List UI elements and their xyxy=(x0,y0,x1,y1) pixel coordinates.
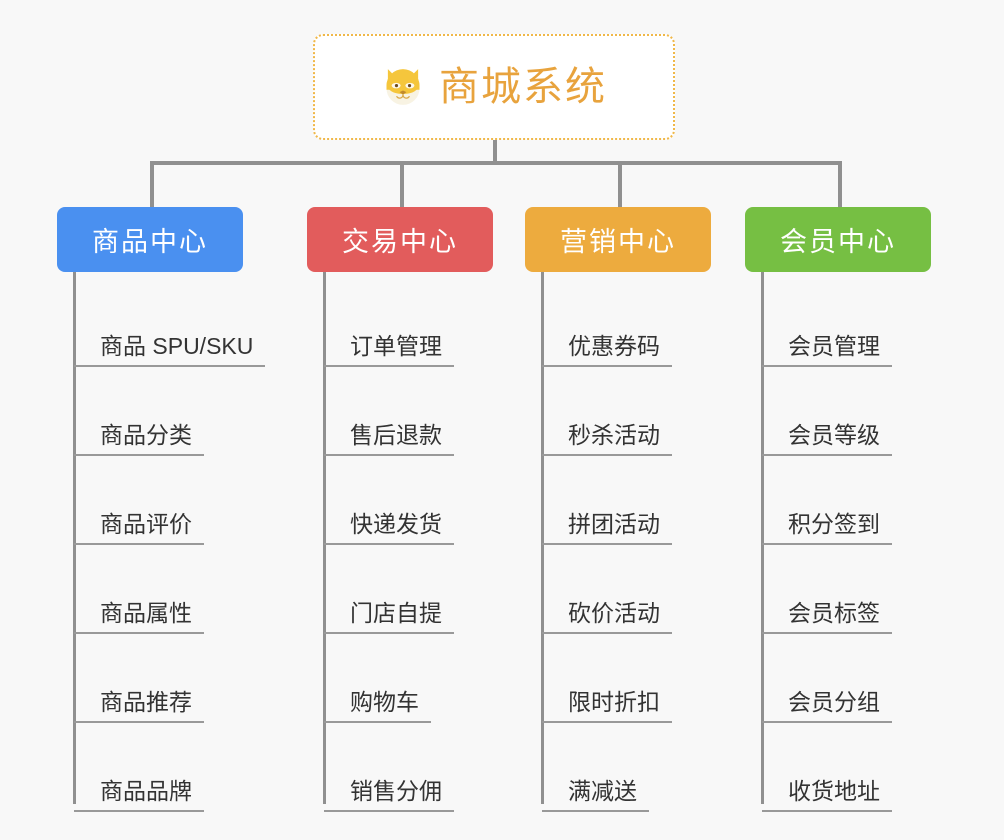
leaf-trunk-line-2 xyxy=(323,272,326,804)
leaf-item[interactable]: 拼团活动 xyxy=(525,456,711,545)
connector-drop-1 xyxy=(150,161,154,207)
leaf-item-label: 商品属性 xyxy=(74,600,204,634)
leaf-item-label: 优惠券码 xyxy=(542,333,672,367)
leaf-item-label: 快递发货 xyxy=(324,511,454,545)
leaf-item[interactable]: 秒杀活动 xyxy=(525,367,711,456)
leaf-item-label: 满减送 xyxy=(542,778,649,812)
leaf-item-label: 秒杀活动 xyxy=(542,422,672,456)
leaf-item-label: 砍价活动 xyxy=(542,600,672,634)
leaf-item-label: 商品分类 xyxy=(74,422,204,456)
leaf-list-1: 商品 SPU/SKU 商品分类商品评价商品属性商品推荐商品品牌 xyxy=(57,272,266,812)
category-column-3: 营销中心优惠券码秒杀活动拼团活动砍价活动限时折扣满减送 xyxy=(525,207,711,812)
leaf-item[interactable]: 订单管理 xyxy=(307,278,493,367)
leaf-item-label: 会员等级 xyxy=(762,422,892,456)
leaf-trunk-line-3 xyxy=(541,272,544,804)
leaf-item[interactable]: 收货地址 xyxy=(745,723,931,812)
leaf-item[interactable]: 商品 SPU/SKU xyxy=(57,278,266,367)
leaf-item[interactable]: 会员管理 xyxy=(745,278,931,367)
category-header-3[interactable]: 营销中心 xyxy=(525,207,711,272)
leaf-item[interactable]: 商品评价 xyxy=(57,456,243,545)
leaf-item-label: 门店自提 xyxy=(324,600,454,634)
leaf-item[interactable]: 限时折扣 xyxy=(525,634,711,723)
leaf-list-4: 会员管理会员等级积分签到会员标签会员分组收货地址 xyxy=(745,272,931,812)
category-header-1[interactable]: 商品中心 xyxy=(57,207,243,272)
leaf-list-2: 订单管理售后退款快递发货门店自提购物车销售分佣 xyxy=(307,272,493,812)
leaf-item-label: 积分签到 xyxy=(762,511,892,545)
leaf-item[interactable]: 销售分佣 xyxy=(307,723,493,812)
leaf-item-label: 销售分佣 xyxy=(324,778,454,812)
leaf-item-label: 商品推荐 xyxy=(74,689,204,723)
leaf-item-label: 售后退款 xyxy=(324,422,454,456)
leaf-item[interactable]: 优惠券码 xyxy=(525,278,711,367)
leaf-item-label: 订单管理 xyxy=(324,333,454,367)
leaf-item[interactable]: 砍价活动 xyxy=(525,545,711,634)
root-node[interactable]: 商城系统 xyxy=(313,34,675,140)
leaf-item-label: 收货地址 xyxy=(762,778,892,812)
leaf-item-label: 限时折扣 xyxy=(542,689,672,723)
leaf-item-label: 商品评价 xyxy=(74,511,204,545)
leaf-item[interactable]: 快递发货 xyxy=(307,456,493,545)
leaf-item-label: 会员分组 xyxy=(762,689,892,723)
connector-drop-4 xyxy=(838,161,842,207)
leaf-item[interactable]: 商品属性 xyxy=(57,545,243,634)
leaf-item[interactable]: 商品推荐 xyxy=(57,634,243,723)
leaf-item-label: 购物车 xyxy=(324,689,431,723)
leaf-item[interactable]: 购物车 xyxy=(307,634,493,723)
category-column-4: 会员中心会员管理会员等级积分签到会员标签会员分组收货地址 xyxy=(745,207,931,812)
category-header-2[interactable]: 交易中心 xyxy=(307,207,493,272)
leaf-item[interactable]: 会员等级 xyxy=(745,367,931,456)
shiba-dog-face-icon xyxy=(386,69,420,105)
connector-drop-2 xyxy=(400,161,404,207)
leaf-item[interactable]: 满减送 xyxy=(525,723,711,812)
leaf-item[interactable]: 积分签到 xyxy=(745,456,931,545)
leaf-item[interactable]: 会员标签 xyxy=(745,545,931,634)
leaf-item-label: 会员管理 xyxy=(762,333,892,367)
leaf-list-3: 优惠券码秒杀活动拼团活动砍价活动限时折扣满减送 xyxy=(525,272,711,812)
category-header-4[interactable]: 会员中心 xyxy=(745,207,931,272)
connector-root-stem xyxy=(493,140,497,165)
leaf-item-label: 拼团活动 xyxy=(542,511,672,545)
leaf-trunk-line-4 xyxy=(761,272,764,804)
category-column-2: 交易中心订单管理售后退款快递发货门店自提购物车销售分佣 xyxy=(307,207,493,812)
connector-horizontal-bus xyxy=(150,161,842,165)
leaf-item[interactable]: 商品品牌 xyxy=(57,723,243,812)
root-title: 商城系统 xyxy=(439,65,607,109)
connector-drop-3 xyxy=(618,161,622,207)
leaf-item[interactable]: 售后退款 xyxy=(307,367,493,456)
category-column-1: 商品中心商品 SPU/SKU 商品分类商品评价商品属性商品推荐商品品牌 xyxy=(57,207,266,812)
leaf-item-label: 商品品牌 xyxy=(74,778,204,812)
leaf-item-label: 会员标签 xyxy=(762,600,892,634)
leaf-trunk-line-1 xyxy=(73,272,76,804)
leaf-item-label: 商品 SPU/SKU xyxy=(74,333,266,367)
leaf-item[interactable]: 商品分类 xyxy=(57,367,243,456)
leaf-item[interactable]: 会员分组 xyxy=(745,634,931,723)
leaf-item[interactable]: 门店自提 xyxy=(307,545,493,634)
